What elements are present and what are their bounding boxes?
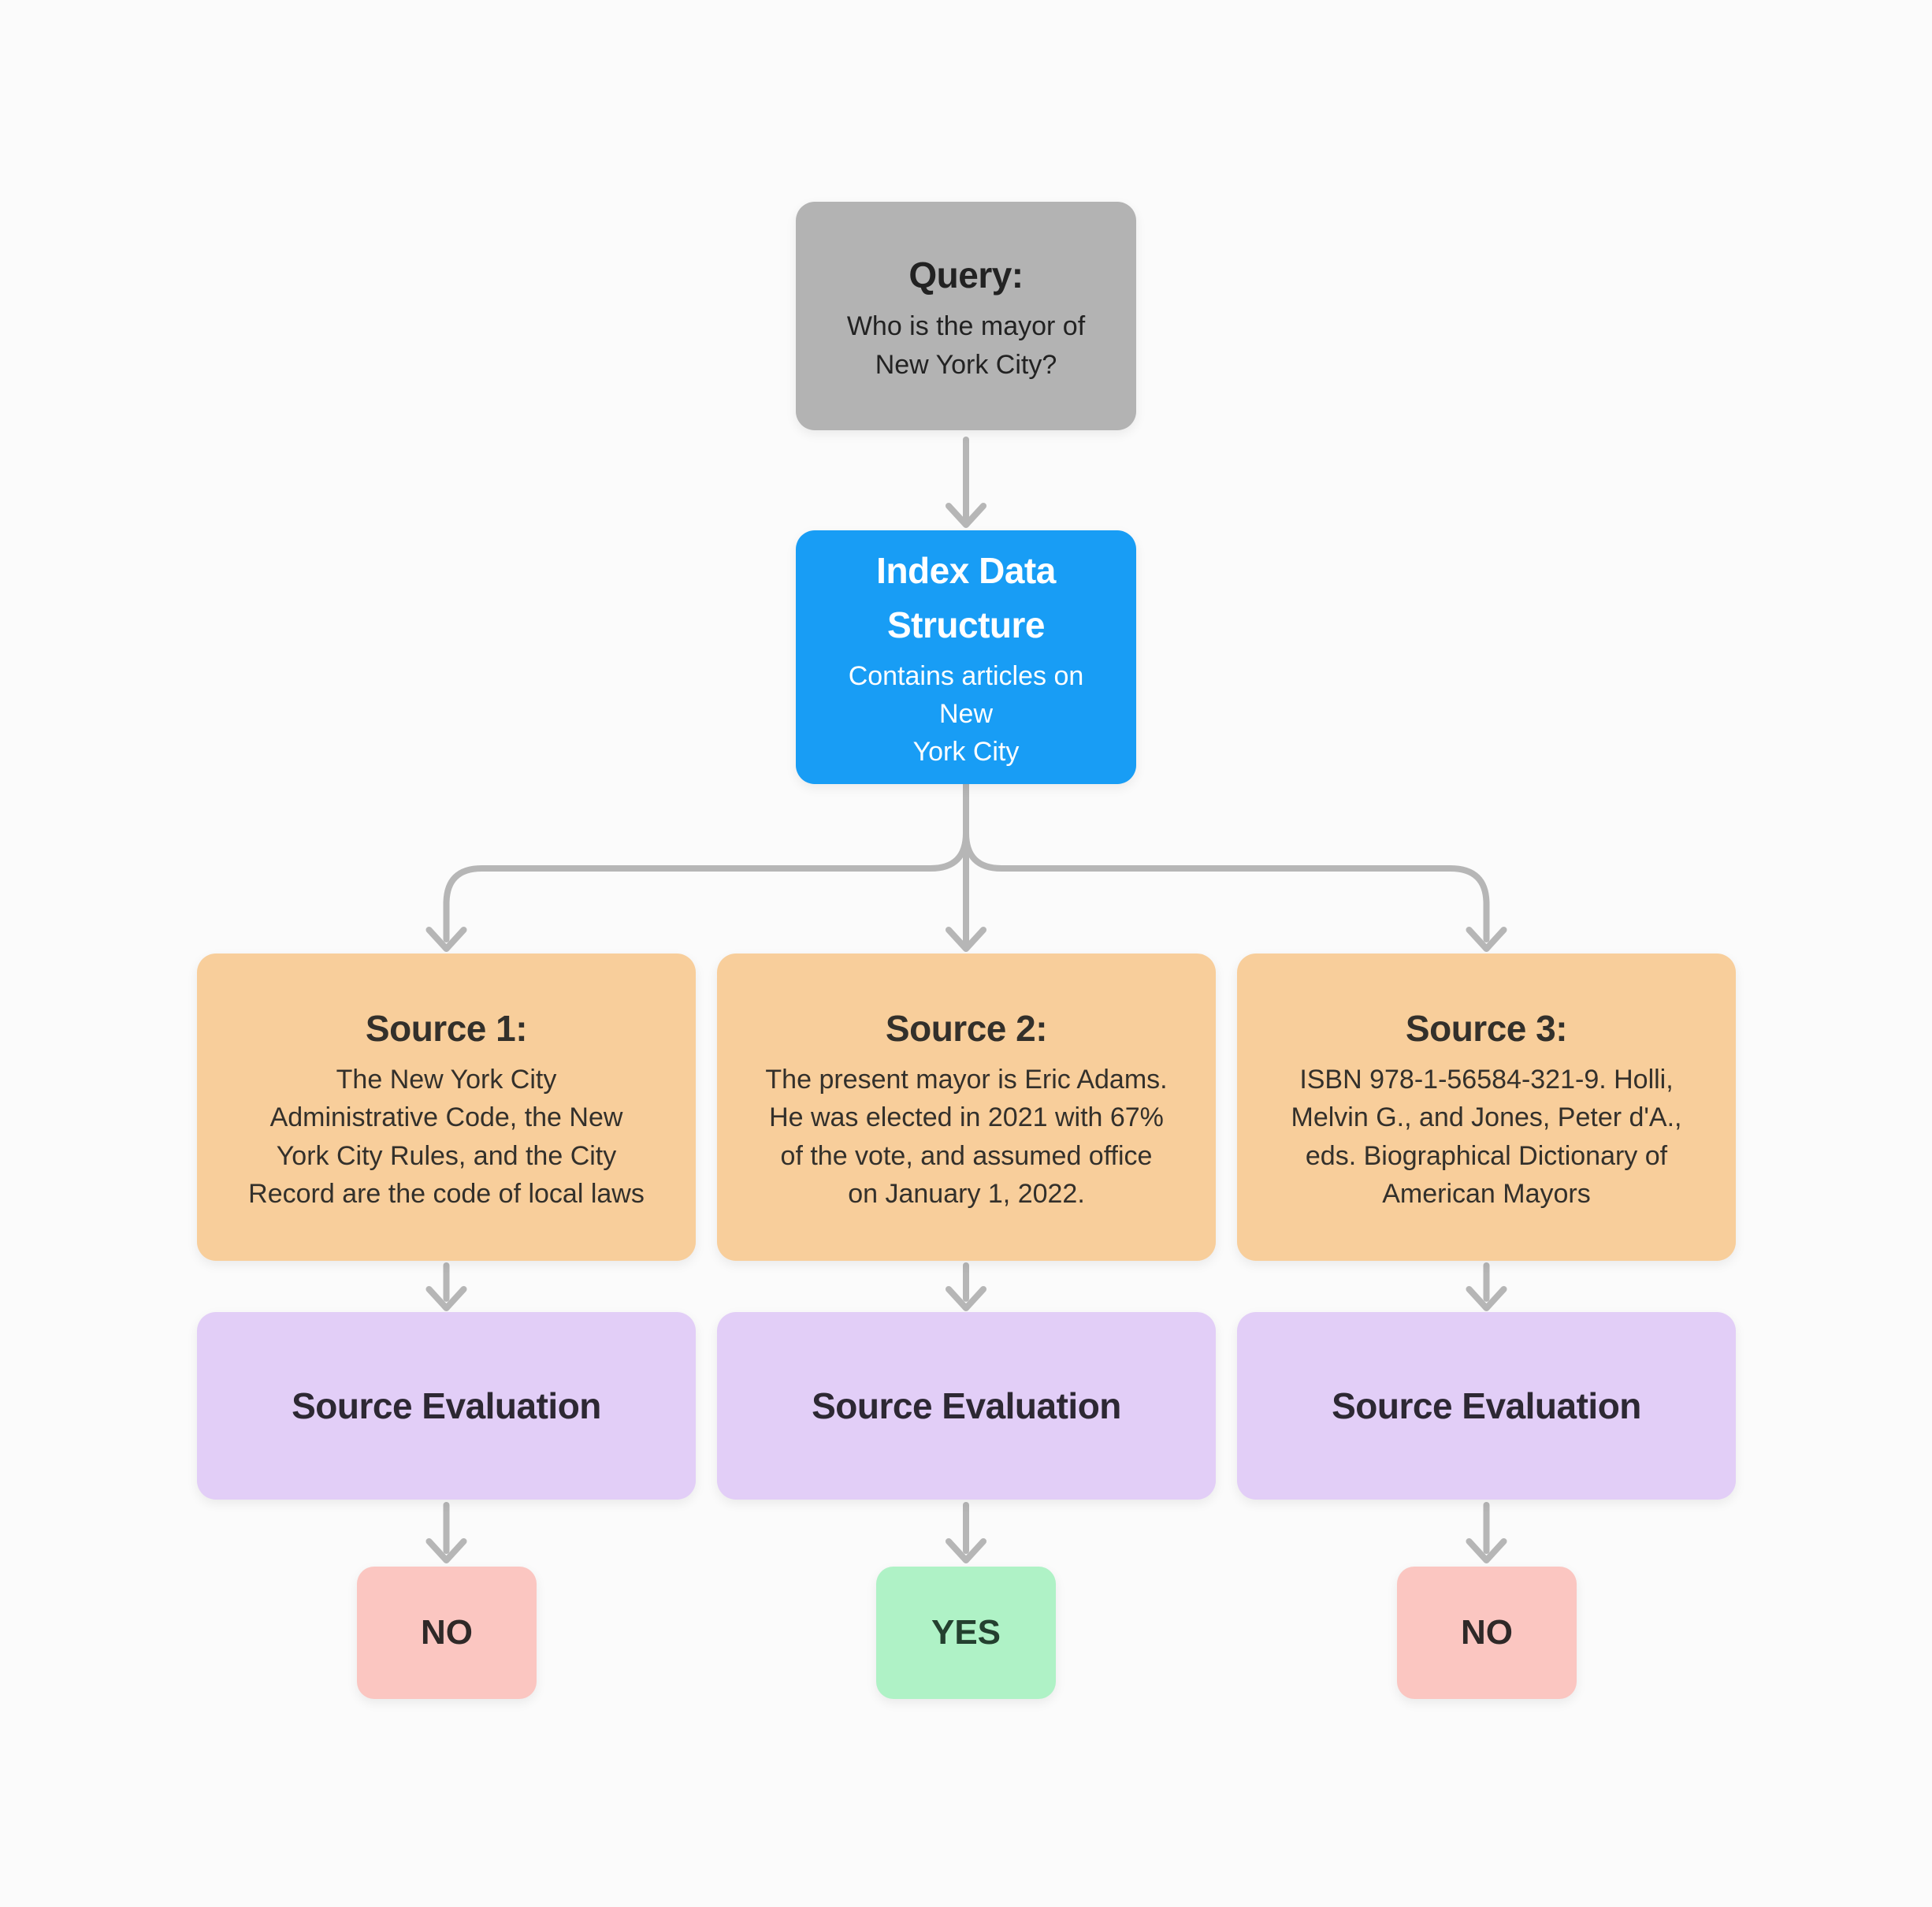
source-evaluation-3-label: Source Evaluation (1332, 1385, 1641, 1426)
arrow-source-3-to-eval-3 (1466, 1262, 1507, 1311)
result-no-2-label: NO (1461, 1613, 1513, 1652)
source-1-heading: Source 1: (365, 1007, 528, 1049)
source-3-node: Source 3: ISBN 978-1-56584-321-9. Holli,… (1237, 954, 1736, 1261)
source-3-heading: Source 3: (1405, 1007, 1568, 1049)
query-body: Who is the mayor of New York City? (846, 311, 1086, 380)
source-1-body: The New York City Administrative Code, t… (248, 1064, 645, 1209)
arrow-eval-1-to-result-1 (425, 1502, 467, 1563)
source-2-heading: Source 2: (885, 1007, 1048, 1049)
arrow-source-1-to-eval-1 (425, 1262, 467, 1311)
source-2-body: The present mayor is Eric Adams. He was … (765, 1064, 1168, 1209)
query-heading: Query: (908, 255, 1024, 296)
result-yes-node: YES (876, 1567, 1056, 1699)
arrow-eval-3-to-result-3 (1466, 1502, 1507, 1563)
arrow-eval-2-to-result-2 (946, 1502, 986, 1563)
index-heading: Index Data Structure (876, 549, 1056, 645)
source-evaluation-2-label: Source Evaluation (812, 1385, 1121, 1426)
query-node: Query: Who is the mayor of New York City… (796, 202, 1136, 430)
arrow-source-2-to-eval-2 (946, 1262, 986, 1311)
index-body: Contains articles on New York City (848, 660, 1084, 768)
source-1-node: Source 1: The New York City Administrati… (197, 954, 696, 1261)
source-3-body: ISBN 978-1-56584-321-9. Holli, Melvin G.… (1291, 1064, 1682, 1209)
source-2-node: Source 2: The present mayor is Eric Adam… (717, 954, 1216, 1261)
arrow-query-to-index (946, 437, 986, 528)
source-evaluation-3-node: Source Evaluation (1237, 1312, 1736, 1500)
result-no-2-node: NO (1397, 1567, 1577, 1699)
index-data-structure-node: Index Data Structure Contains articles o… (796, 530, 1136, 784)
arrow-index-to-source-1 (425, 781, 969, 952)
source-evaluation-2-node: Source Evaluation (717, 1312, 1216, 1500)
arrow-index-to-source-2 (946, 781, 986, 952)
result-no-1-label: NO (421, 1613, 473, 1652)
source-evaluation-1-node: Source Evaluation (197, 1312, 696, 1500)
source-evaluation-1-label: Source Evaluation (292, 1385, 601, 1426)
result-no-1-node: NO (357, 1567, 537, 1699)
result-yes-label: YES (931, 1613, 1001, 1652)
arrow-index-to-source-3 (963, 781, 1507, 952)
